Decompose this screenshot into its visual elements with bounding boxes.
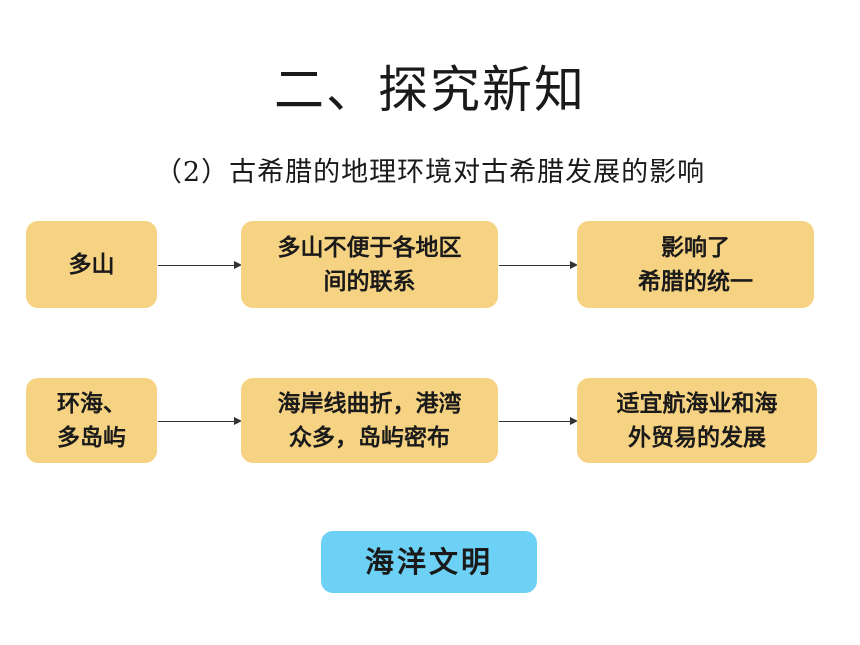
- box-text-line: 希腊的统一: [638, 267, 753, 295]
- box-text-line: 多山不便于各地区: [277, 233, 462, 261]
- box-text-line: 海岸线曲折，港湾: [277, 389, 462, 417]
- arrow-right: [158, 417, 242, 425]
- cause-box-sea: 环海、 多岛屿: [26, 378, 157, 463]
- effect-box-sea: 适宜航海业和海 外贸易的发展: [577, 378, 817, 463]
- slide-subtitle: （2）古希腊的地理环境对古希腊发展的影响: [154, 157, 706, 188]
- box-text-line: 环海、: [57, 389, 126, 417]
- feature-box-sea: 海岸线曲折，港湾 众多，岛屿密布: [241, 378, 498, 463]
- box-text-line: 众多，岛屿密布: [289, 423, 450, 451]
- box-text-line: 多山: [68, 250, 115, 278]
- feature-box-mountains: 多山不便于各地区 间的联系: [241, 221, 498, 308]
- box-text-line: 适宜航海业和海: [616, 389, 778, 417]
- slide-title: 二、探究新知: [274, 61, 586, 119]
- conclusion-box: 海洋文明: [321, 531, 537, 593]
- effect-box-mountains: 影响了 希腊的统一: [577, 221, 814, 308]
- cause-box-mountains: 多山: [26, 221, 157, 308]
- box-text-line: 外贸易的发展: [628, 423, 766, 451]
- arrow-right: [158, 261, 242, 269]
- conclusion-text: 海洋文明: [364, 545, 493, 579]
- box-text-line: 多岛屿: [57, 423, 126, 451]
- arrow-right: [499, 417, 578, 425]
- box-text-line: 间的联系: [323, 267, 416, 295]
- arrow-right: [499, 261, 578, 269]
- box-text-line: 影响了: [661, 233, 730, 261]
